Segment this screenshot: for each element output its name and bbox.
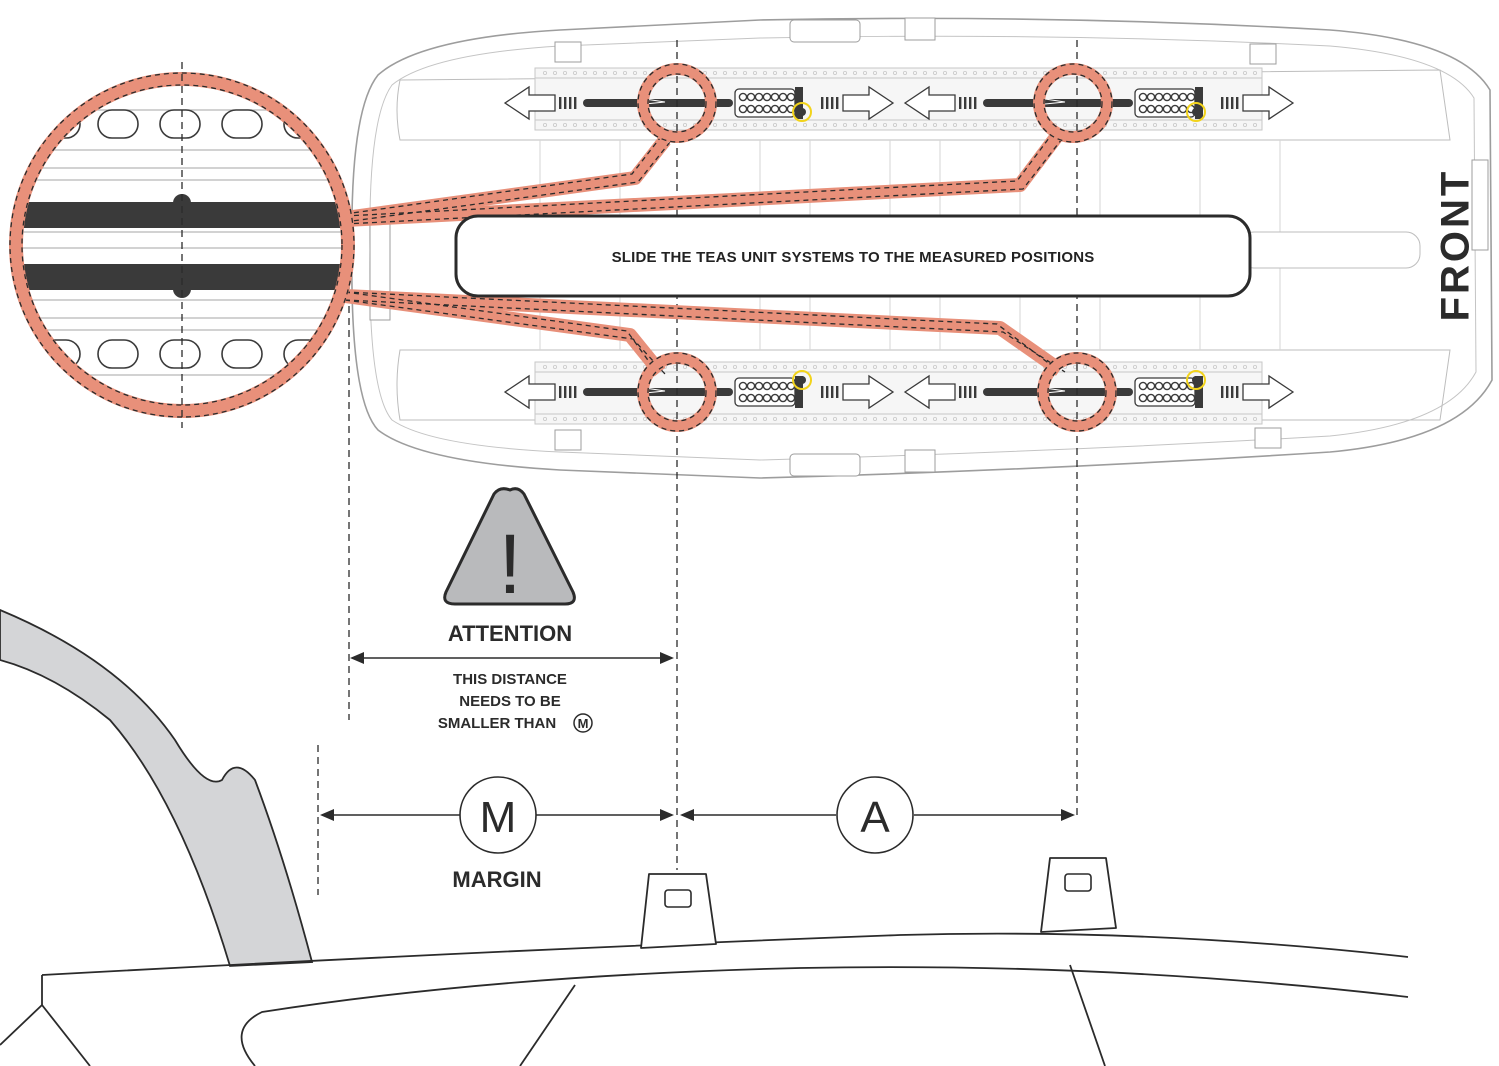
- margin-dimension-arrow: [320, 809, 674, 821]
- target-circle-top-rear: [637, 63, 717, 143]
- margin-ref-badge: M: [573, 713, 593, 733]
- attention-note-line-3: SMALLER THAN: [438, 715, 556, 732]
- margin-label: MARGIN: [452, 867, 541, 892]
- attention-note-line-1: THIS DISTANCE: [453, 671, 567, 688]
- front-label: FRONT: [1434, 169, 1478, 322]
- attention-dimension-arrow: [350, 652, 674, 664]
- windshield-pillar: [0, 609, 314, 967]
- a-symbol-circle: A: [836, 776, 914, 854]
- attention-note-line-2: NEEDS TO BE: [459, 693, 560, 710]
- roof-bar-foot-front: [1040, 857, 1117, 933]
- a-symbol: A: [860, 793, 890, 842]
- car-side-view: [0, 609, 1409, 1066]
- attention-title: ATTENTION: [448, 621, 572, 646]
- target-circle-top-front: [1033, 63, 1113, 143]
- instruction-callout: SLIDE THE TEAS UNIT SYSTEMS TO THE MEASU…: [454, 214, 1252, 298]
- warning-exclamation: !: [498, 517, 521, 611]
- target-circle-bottom-rear: [637, 352, 717, 432]
- warning-triangle-icon: !: [443, 487, 576, 611]
- a-dimension-arrow: [680, 809, 1075, 821]
- zoom-detail-circle: [9, 62, 355, 428]
- margin-symbol-circle: M: [459, 776, 537, 854]
- target-circle-bottom-front: [1037, 352, 1117, 432]
- roof-bar-foot-rear: [640, 873, 717, 949]
- zoom-connector-bands: [344, 127, 1066, 377]
- margin-symbol: M: [480, 793, 517, 842]
- target-circles: [637, 63, 1117, 432]
- margin-ref-badge-symbol: M: [578, 716, 589, 731]
- instruction-callout-text: SLIDE THE TEAS UNIT SYSTEMS TO THE MEASU…: [612, 249, 1095, 266]
